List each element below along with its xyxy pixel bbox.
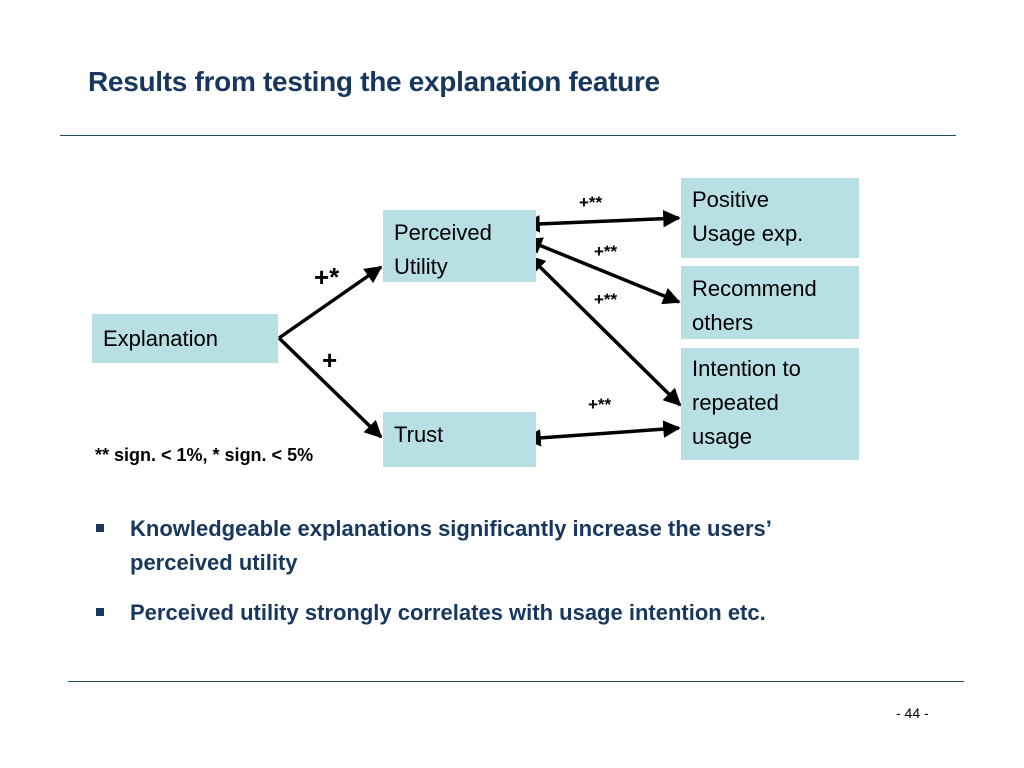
node-explanation-label: Explanation xyxy=(103,326,218,351)
edge-label-explanation-utility: +* xyxy=(314,262,340,292)
node-positive-usage-line: Usage exp. xyxy=(692,221,804,246)
node-explanation: Explanation xyxy=(92,314,278,363)
edge-label-utility-intention: +** xyxy=(594,290,618,309)
square-bullet-icon xyxy=(96,608,104,616)
footer-divider xyxy=(68,681,964,682)
page-number: - 44 - xyxy=(896,705,929,721)
arrow-explanation-trust xyxy=(277,336,383,439)
bullet-item: Knowledgeable explanations significantly… xyxy=(96,512,876,580)
slide-title: Results from testing the explanation fea… xyxy=(88,66,660,97)
node-perceived-utility-line: Utility xyxy=(394,254,448,279)
node-positive-usage-line: Positive xyxy=(692,187,770,212)
bullet-item: Perceived utility strongly correlates wi… xyxy=(96,596,876,630)
arrow-trust-intention xyxy=(523,420,681,447)
bullet-text: Perceived utility strongly correlates wi… xyxy=(130,600,766,625)
edge-label-explanation-trust: + xyxy=(322,345,338,375)
node-intention-repeated-line: Intention to xyxy=(692,356,801,381)
node-trust: Trust xyxy=(383,412,536,467)
edge-label-utility-recommend: +** xyxy=(594,242,618,261)
edge-label-utility-positive: +** xyxy=(579,193,603,212)
node-intention-repeated: Intention to repeated usage xyxy=(681,348,859,460)
node-perceived-utility-line: Perceived xyxy=(394,220,492,245)
node-trust-label: Trust xyxy=(394,422,444,447)
title-divider xyxy=(60,135,956,136)
node-intention-repeated-line: usage xyxy=(692,424,752,449)
node-perceived-utility: Perceived Utility xyxy=(383,210,536,282)
significance-legend: ** sign. < 1%, * sign. < 5% xyxy=(95,445,314,465)
bullet-text: Knowledgeable explanations significantly… xyxy=(130,516,771,575)
bullet-list: Knowledgeable explanations significantly… xyxy=(96,512,876,646)
arrow-explanation-utility xyxy=(278,265,383,340)
node-intention-repeated-line: repeated xyxy=(692,390,779,415)
node-recommend-others-line: Recommend xyxy=(692,276,817,301)
edge-label-trust-intention: +** xyxy=(588,395,612,414)
node-positive-usage: Positive Usage exp. xyxy=(681,178,859,258)
node-recommend-others-line: others xyxy=(692,310,754,335)
arrow-utility-intention xyxy=(527,254,682,407)
arrow-utility-positive xyxy=(522,209,681,233)
node-recommend-others: Recommend others xyxy=(681,266,859,339)
square-bullet-icon xyxy=(96,524,104,532)
